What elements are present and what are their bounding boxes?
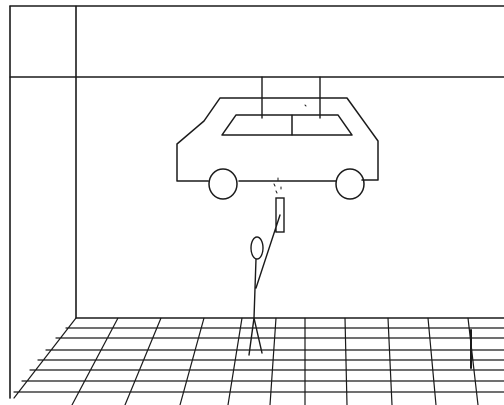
spray-tool-icon (275, 197, 285, 233)
person-leg-left (248, 317, 255, 356)
person-leg-right (253, 317, 263, 354)
car-wheel-rear (335, 168, 365, 200)
car-wheel-front (208, 168, 238, 200)
car-body (176, 97, 379, 182)
car-window (221, 114, 353, 136)
garage-walls (9, 5, 504, 399)
person-body (253, 258, 257, 319)
spray-particles (273, 104, 307, 194)
car-icon (176, 97, 379, 200)
floor-grid (13, 317, 504, 405)
person-head (250, 236, 264, 260)
person-arm (255, 214, 281, 289)
stick-figure-icon (248, 214, 281, 356)
